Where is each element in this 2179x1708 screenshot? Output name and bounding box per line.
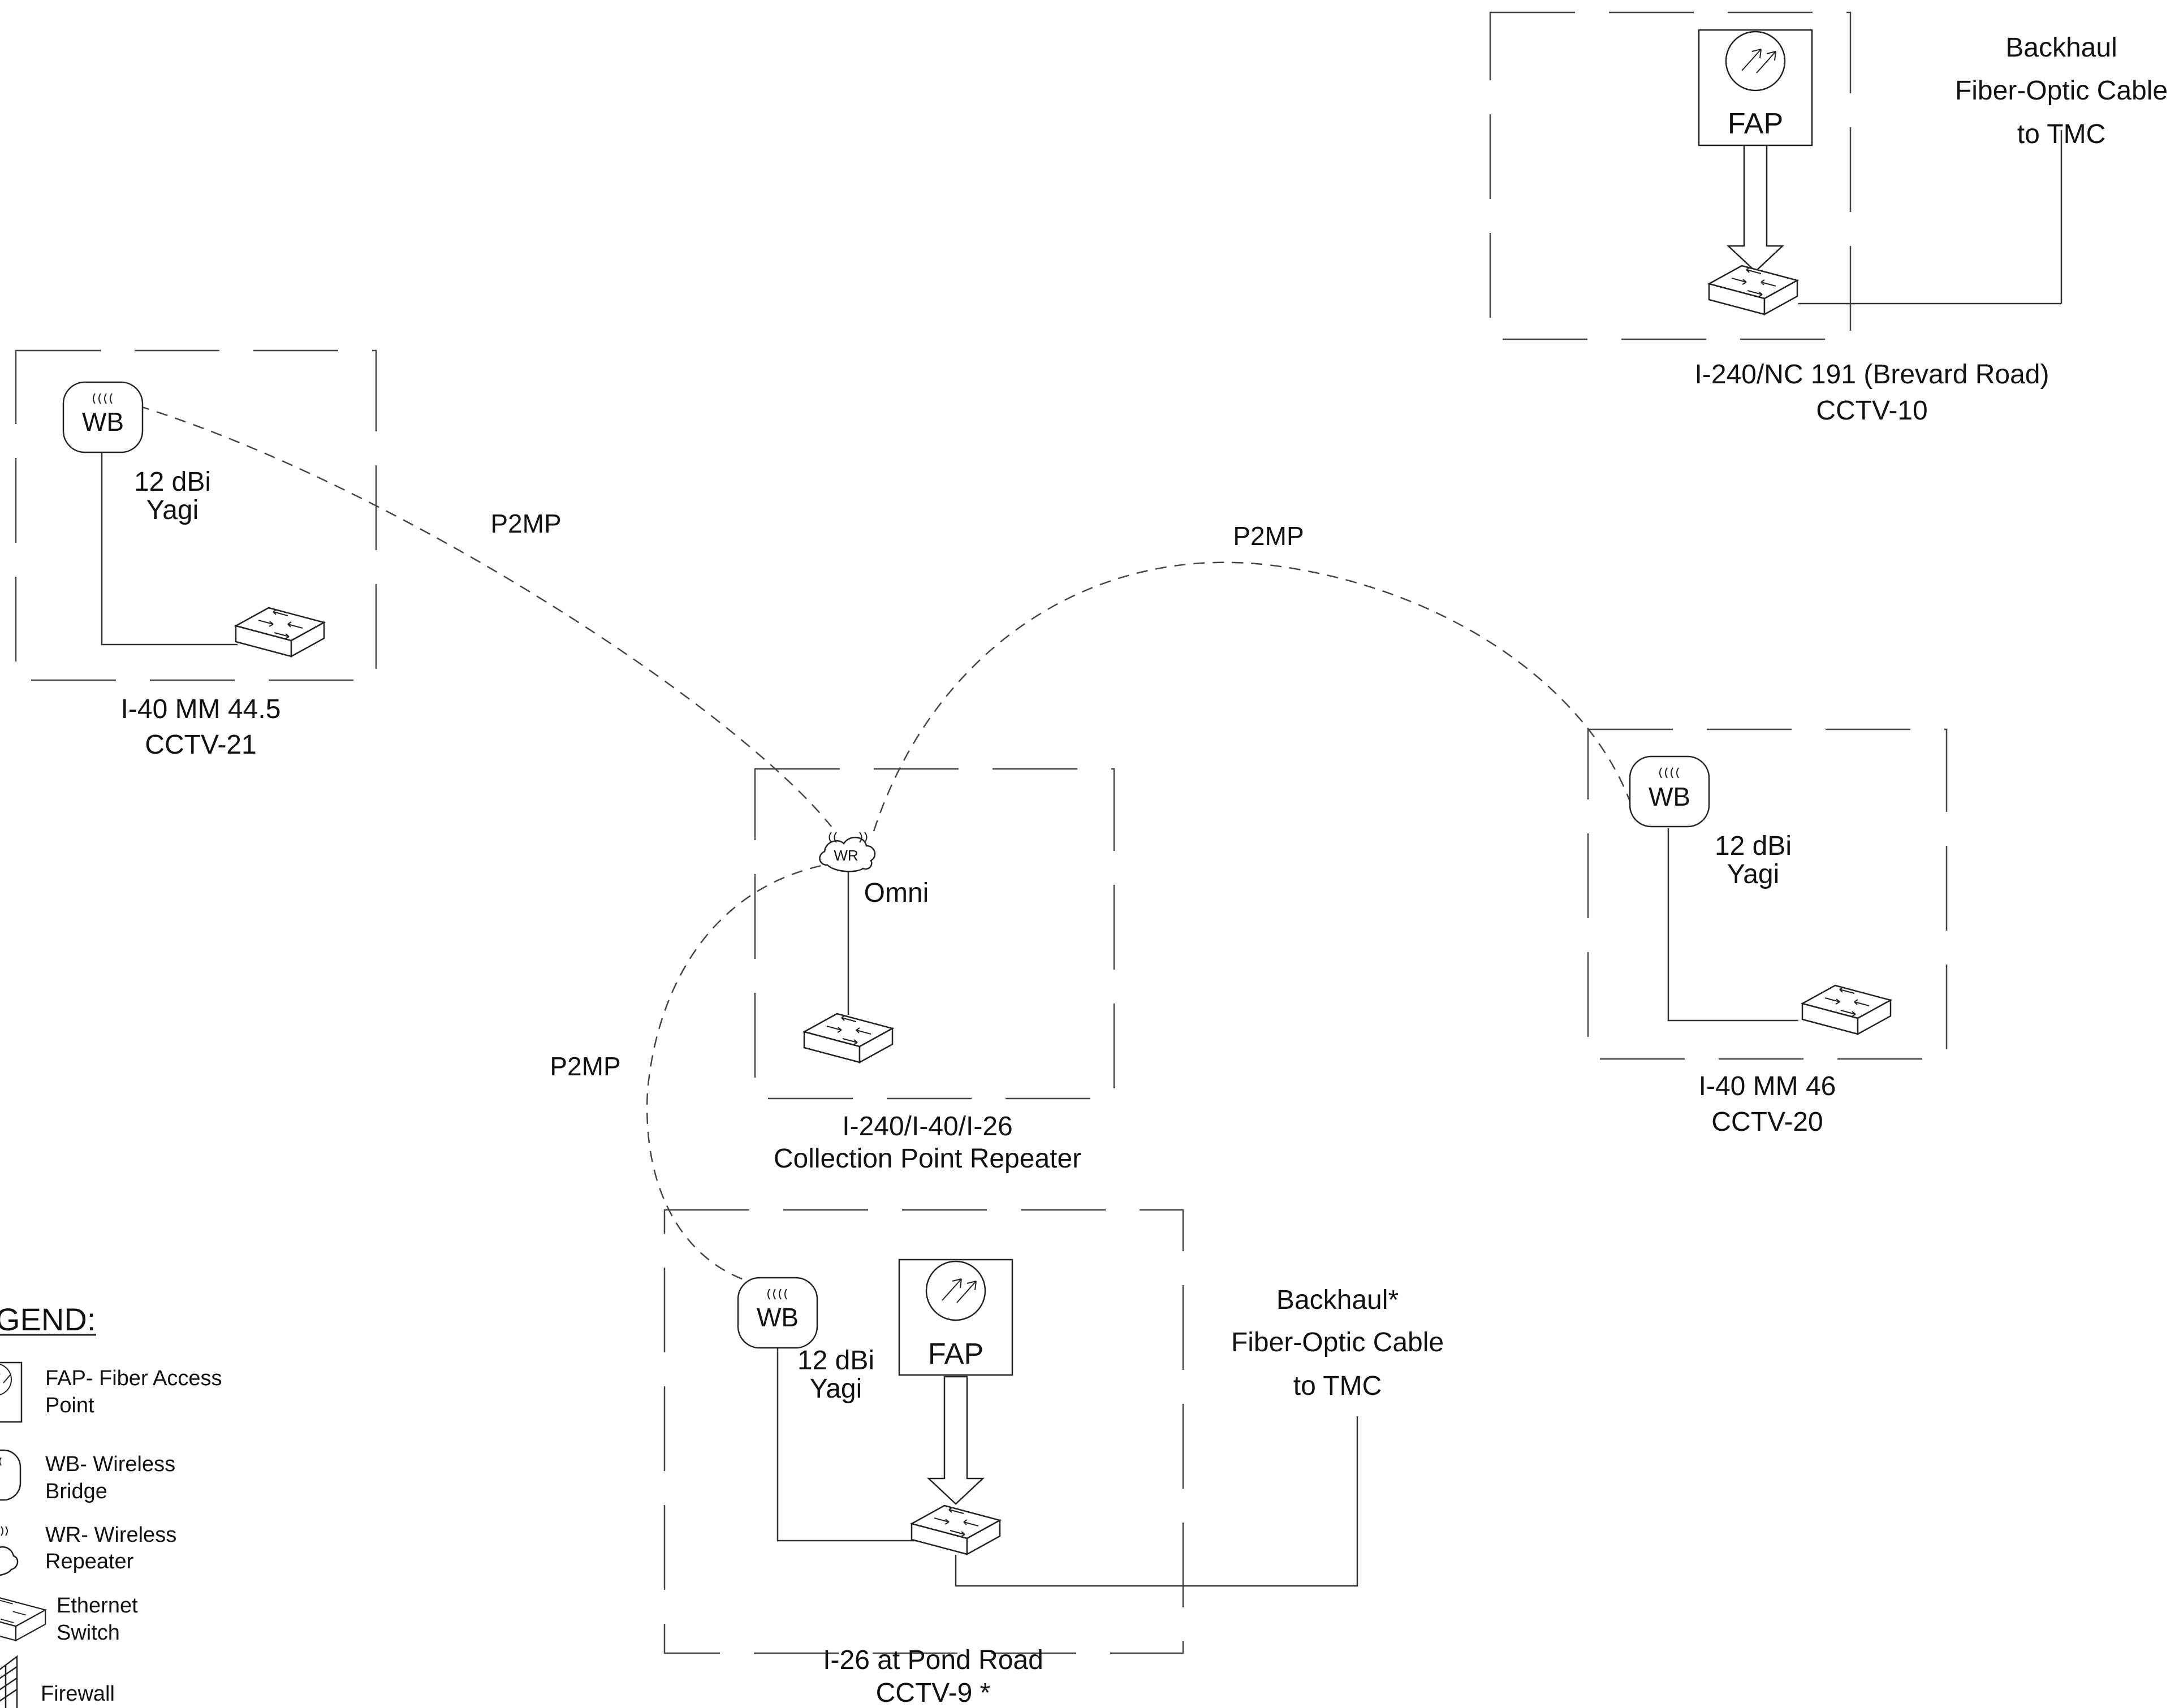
wr-icon [0,1526,19,1576]
site-id-cctv10: CCTV-10 [1816,396,1927,426]
backhaul-label-line-3: to TMC [2017,119,2105,149]
antenna-label-line-2: Yagi [146,495,199,525]
ethernet-switch-icon [1708,265,1798,315]
wb-label: WB [757,1303,799,1332]
wr-label: WR [834,847,858,864]
site-name-cctv10: I-240/NC 191 (Brevard Road) [1695,360,2049,390]
p2mp-link-cctv20 [873,561,1636,832]
fap-label: FAP [928,1338,983,1370]
site-id-cctv20: CCTV-20 [1711,1107,1823,1137]
p2mp-label: P2MP [550,1052,620,1081]
site-box-cctv21 [15,349,377,681]
backhaul-label-line-3: to TMC [1293,1371,1382,1401]
p2mp-label: P2MP [490,509,561,538]
legend: GEND: FAP- Fiber Access Point WB- Wirele… [0,1301,222,1708]
fap-label: FAP [1728,107,1783,140]
p2mp-link-cctv21 [138,405,832,827]
antenna-label-line-1: 12 dBi [134,467,211,497]
antenna-label-line-1: 12 dBi [1715,831,1792,861]
ethernet-switch-icon [0,1597,48,1642]
ethernet-line-cctv21 [101,452,238,646]
backhaul-label-line-1: Backhaul* [1276,1285,1399,1315]
ethernet-switch-icon [235,607,325,658]
fap-icon [0,1361,23,1423]
legend-item-wr-line-1: WR- Wireless [45,1523,176,1547]
backhaul-label-line-2: Fiber-Optic Cable [1231,1328,1444,1357]
ethernet-switch-icon [911,1504,1001,1555]
fiber-line-cctv9 [955,1416,1358,1587]
site-box-repeater [754,768,1115,1100]
legend-item-wb-line-1: WB- Wireless [45,1452,175,1476]
ethernet-line-cctv9 [776,1348,916,1542]
site-box-cctv20 [1587,728,1948,1060]
antenna-label-line-2: Yagi [1727,859,1780,889]
legend-item-switch-line-1: Ethernet [57,1594,138,1618]
fap-downlink-arrow [1727,143,1784,273]
legend-item-switch-line-2: Switch [57,1621,120,1645]
firewall-icon [0,1655,18,1708]
antenna-label: Omni [864,878,929,908]
site-name-repeater: I-240/I-40/I-26 [842,1112,1013,1141]
legend-title: GEND: [0,1301,96,1337]
legend-item-wb-line-2: Bridge [45,1480,107,1503]
site-box-cctv9 [663,1209,1184,1654]
legend-item-firewall-line-1: Firewall [41,1682,115,1706]
site-name-cctv9: I-26 at Pond Road [823,1645,1043,1675]
site-box-cctv10 [1489,11,1852,340]
wr-icon [819,832,876,872]
backhaul-label-line-2: Fiber-Optic Cable [1955,76,2168,106]
ethernet-switch-icon [1801,984,1892,1035]
site-id-cctv9: CCTV-9 * [876,1678,991,1708]
legend-item-wr-line-2: Repeater [45,1550,134,1573]
site-id-repeater: Collection Point Repeater [774,1144,1081,1174]
wb-icon [0,1449,21,1501]
wb-label: WB [1649,782,1690,811]
wb-label: WB [82,407,124,436]
ethernet-line-cctv20 [1667,828,1798,1022]
backhaul-label-line-1: Backhaul [2005,33,2117,63]
fap-downlink-arrow [927,1376,984,1505]
p2mp-link-cctv9 [646,861,840,1282]
site-id-cctv21: CCTV-21 [145,730,256,760]
ethernet-switch-icon [803,1013,894,1063]
site-name-cctv20: I-40 MM 46 [1699,1071,1836,1101]
antenna-label-line-1: 12 dBi [797,1346,874,1376]
antenna-label-line-2: Yagi [810,1374,862,1404]
p2mp-label: P2MP [1233,521,1304,551]
legend-item-fap-line-1: FAP- Fiber Access [45,1367,222,1390]
legend-item-fap-line-2: Point [45,1394,94,1417]
site-name-cctv21: I-40 MM 44.5 [121,694,281,724]
